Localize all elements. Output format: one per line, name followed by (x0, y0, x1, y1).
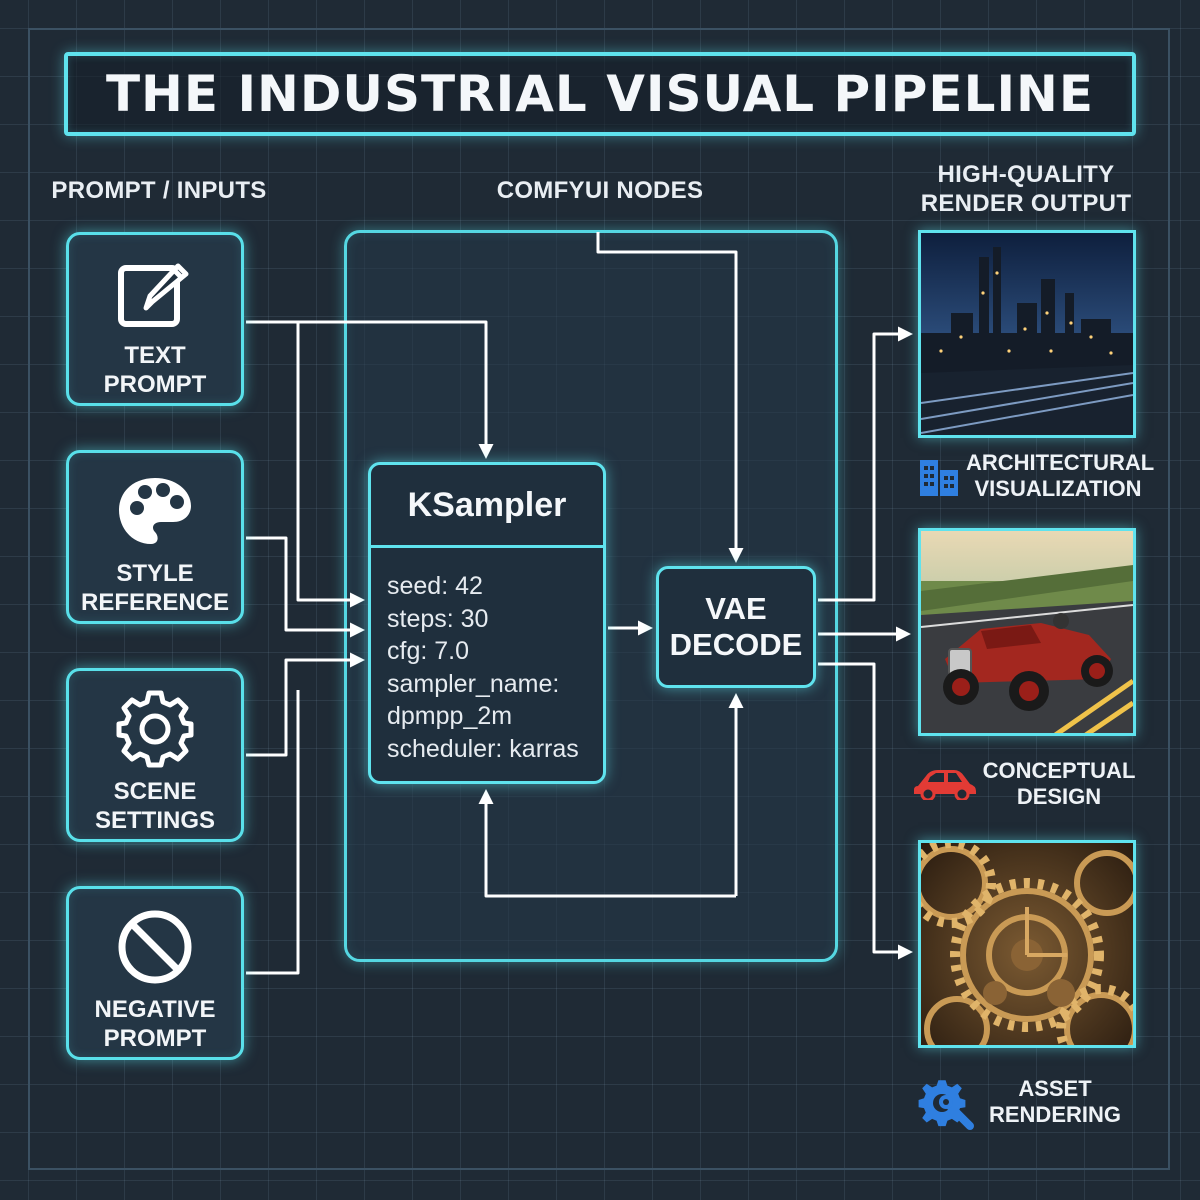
ksampler-node[interactable]: KSampler seed: 42 steps: 30 cfg: 7.0 sam… (368, 462, 606, 784)
output-image-brass-gears (918, 840, 1136, 1048)
title-banner: THE INDUSTRIAL VISUAL PIPELINE (64, 52, 1136, 136)
wire-loop-bottom (478, 789, 736, 898)
param-scheduler: scheduler: karras (387, 734, 579, 763)
input-card-scene-settings[interactable]: SCENE SETTINGS (66, 668, 244, 842)
output-label-asset-rendering: ASSET RENDERING (988, 1076, 1121, 1127)
param-sampler-value: dpmpp_2m (387, 702, 513, 730)
wire-text-to-ksampler-top (246, 320, 494, 459)
input-card-style-reference[interactable]: STYLE REFERENCE (66, 450, 244, 624)
output-label-architectural: ARCHITECTURAL VISUALIZATION (966, 450, 1155, 501)
param-steps: steps: 30 (387, 604, 489, 633)
car-icon (912, 764, 978, 805)
palette-icon (115, 473, 195, 549)
input-label: SCENE SETTINGS (94, 778, 215, 834)
edit-pencil-icon (116, 255, 194, 331)
gear-icon (115, 690, 195, 768)
param-sampler-name: sampler_name: (387, 669, 560, 698)
output-image-industrial-plant (918, 230, 1136, 438)
output-label-conceptual: CONCEPTUAL DESIGN (982, 758, 1136, 809)
gear-wrench-icon (918, 1074, 976, 1135)
input-label: NEGATIVE PROMPT (94, 996, 216, 1052)
wire-text-to-ksampler-left (246, 320, 365, 608)
wire-style-to-ksampler (246, 536, 365, 638)
wire-scene-to-ksampler (246, 652, 365, 757)
column-label-inputs: PROMPT / INPUTS (51, 177, 267, 204)
column-label-nodes: COMFYUI NODES (496, 177, 704, 204)
input-card-text-prompt[interactable]: TEXT PROMPT (66, 232, 244, 406)
wire-negative-to-ksampler (246, 690, 300, 975)
wire-vae-to-output-3 (818, 662, 913, 960)
vae-decode-node[interactable]: VAE DECODE (656, 566, 816, 688)
prohibited-icon (115, 909, 195, 985)
page-title: THE INDUSTRIAL VISUAL PIPELINE (105, 65, 1095, 123)
param-cfg: cfg: 7.0 (387, 637, 469, 665)
input-card-negative-prompt[interactable]: NEGATIVE PROMPT (66, 886, 244, 1060)
output-image-race-car (918, 528, 1136, 736)
param-seed: seed: 42 (387, 572, 483, 600)
ksampler-title: KSampler (371, 465, 603, 548)
ksampler-params: seed: 42 steps: 30 cfg: 7.0 sampler_name… (371, 548, 603, 765)
outer-frame (28, 28, 1170, 1170)
wire-top-to-vae (596, 232, 744, 563)
buildings-icon (916, 452, 964, 503)
input-label: TEXT PROMPT (103, 342, 207, 398)
wire-vae-to-output-1 (818, 326, 913, 602)
input-label: STYLE REFERENCE (80, 560, 230, 616)
column-label-output: HIGH-QUALITY RENDER OUTPUT (920, 161, 1132, 217)
